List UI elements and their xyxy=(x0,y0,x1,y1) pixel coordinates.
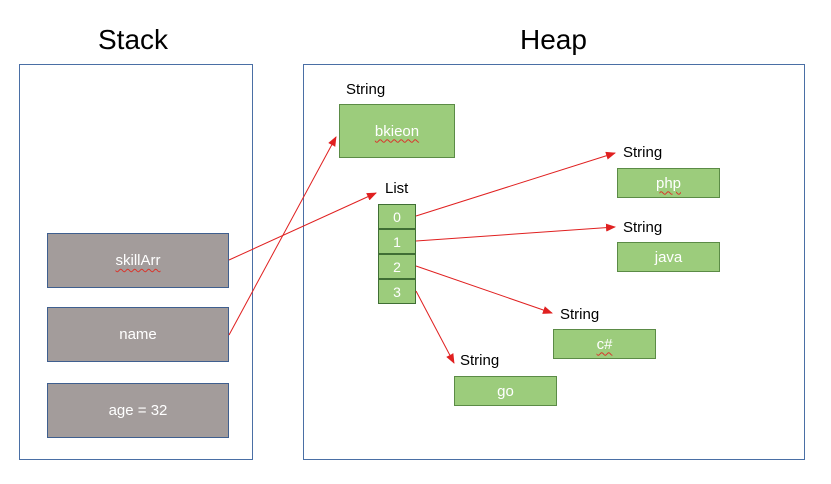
list-type-label: List xyxy=(385,180,409,197)
list-index: 1 xyxy=(393,233,401,250)
string-type-label-bkieon: String xyxy=(346,81,386,98)
stack-item-age: age = 32 xyxy=(47,383,229,438)
list-index: 2 xyxy=(393,258,401,275)
string-box-bkieon: bkieon xyxy=(339,104,455,158)
string-type-label-csharp: String xyxy=(560,306,600,323)
string-value: java xyxy=(654,248,683,266)
stack-item-name: name xyxy=(47,307,229,362)
stack-item-label: skillArr xyxy=(115,252,161,269)
string-box-go: go xyxy=(454,376,557,406)
string-type-label-php: String xyxy=(623,144,663,161)
string-box-php: php xyxy=(617,168,720,198)
heap-title: Heap xyxy=(520,24,587,55)
string-box-java: java xyxy=(617,242,720,272)
string-type-label-java: String xyxy=(623,219,663,236)
list-cell-3: 3 xyxy=(378,279,416,304)
list-cell-0: 0 xyxy=(378,204,416,229)
string-value: php xyxy=(655,174,682,192)
string-type-label-go: String xyxy=(460,352,500,369)
stack-item-label: name xyxy=(119,326,157,343)
string-value: bkieon xyxy=(374,122,420,140)
stack-item-skillarr: skillArr xyxy=(47,233,229,288)
stack-item-label: age = 32 xyxy=(108,402,168,419)
list-index: 0 xyxy=(393,208,401,225)
string-value: go xyxy=(497,382,514,400)
list-index: 3 xyxy=(393,283,401,300)
stack-title: Stack xyxy=(98,24,169,55)
string-box-csharp: c# xyxy=(553,329,656,359)
list-cell-2: 2 xyxy=(378,254,416,279)
list-cell-1: 1 xyxy=(378,229,416,254)
string-value: c# xyxy=(596,335,613,353)
